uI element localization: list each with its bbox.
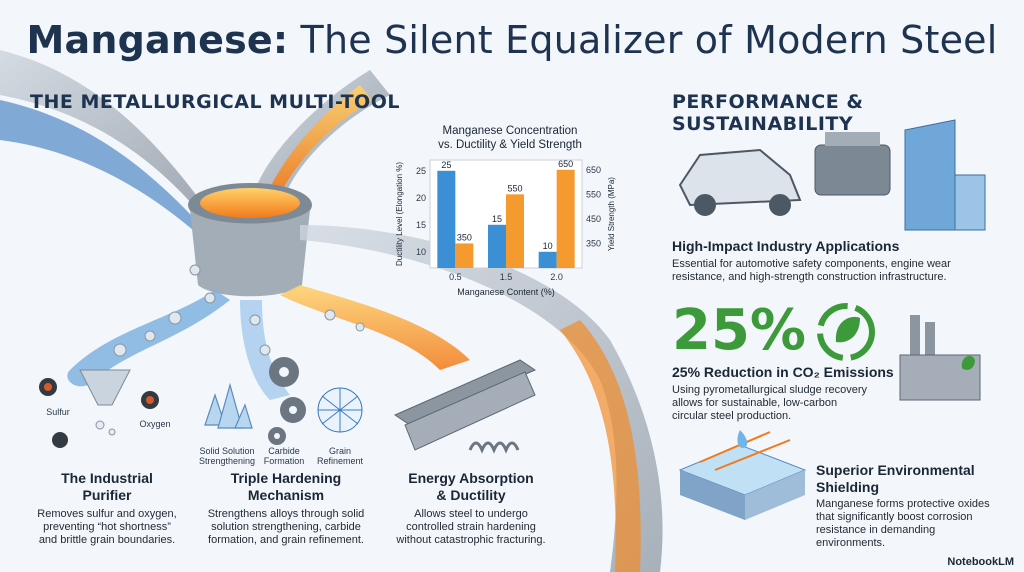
chart: 10 15 20 25 350 450 550 650 25 350 0.5 15 550 1.5 10 65… bbox=[395, 159, 616, 297]
ductility-bar bbox=[488, 224, 506, 268]
ductility-data-label: 15 bbox=[492, 214, 502, 224]
industry-title: High-Impact Industry Applications bbox=[672, 238, 900, 254]
engine-icon bbox=[814, 132, 891, 196]
x-tick-label: 0.5 bbox=[449, 272, 462, 282]
recycle-leaf-icon bbox=[817, 303, 875, 361]
orange-stream-right bbox=[560, 320, 641, 572]
page-title: Manganese: The Silent Equalizer of Moder… bbox=[26, 18, 998, 62]
yield-bar bbox=[506, 194, 524, 268]
left-blue-stream bbox=[0, 100, 210, 245]
energy-title: Energy Absorption& Ductility bbox=[408, 470, 534, 503]
crucible-body bbox=[190, 210, 310, 297]
left-tick-label: 10 bbox=[416, 247, 426, 257]
co2-stat: 25% bbox=[672, 298, 807, 363]
right-axis-label: Yield Strength (MPa) bbox=[607, 177, 616, 251]
crystal-icon bbox=[204, 382, 253, 429]
ductility-data-label: 10 bbox=[543, 241, 553, 251]
right-section-heading: PERFORMANCE & SUSTAINABILITY bbox=[672, 91, 864, 135]
purifier-body: Removes sulfur and oxygen,preventing “ho… bbox=[37, 508, 177, 546]
oxygen-label: Oxygen bbox=[139, 419, 171, 429]
steel-stream-right bbox=[300, 225, 663, 572]
orange-stream bbox=[280, 285, 470, 370]
sulfur-label: Sulfur bbox=[46, 407, 70, 417]
yield-data-label: 350 bbox=[457, 232, 472, 242]
lattice-icon bbox=[317, 387, 363, 433]
yield-bar bbox=[455, 243, 474, 268]
sulfur-particle-icon-2 bbox=[52, 432, 68, 448]
left-tick-label: 25 bbox=[416, 166, 426, 176]
yield-data-label: 650 bbox=[558, 159, 573, 169]
right-tick-label: 350 bbox=[586, 238, 601, 248]
pour-orange bbox=[268, 85, 372, 194]
right-tick-label: 450 bbox=[586, 214, 601, 224]
chart-title: Manganese Concentration vs. Ductility & … bbox=[438, 125, 582, 151]
left-flow-stream bbox=[0, 50, 210, 225]
industry-body: Essential for automotive safety componen… bbox=[672, 258, 951, 283]
car-frame-icon bbox=[678, 148, 802, 216]
building-icon bbox=[904, 119, 986, 231]
left-axis-label: Ductility Level (Elongation %) bbox=[395, 162, 404, 266]
gears-icon bbox=[268, 357, 306, 445]
i-beam-icon bbox=[393, 359, 537, 451]
left-tick-label: 15 bbox=[416, 220, 426, 230]
x-tick-label: 1.5 bbox=[500, 272, 513, 282]
left-tick-label: 20 bbox=[416, 193, 426, 203]
yield-bar bbox=[556, 169, 575, 268]
spring-icon bbox=[468, 441, 520, 454]
left-section-heading: THE METALLURGICAL MULTI-TOOL bbox=[30, 91, 400, 113]
ductility-data-label: 25 bbox=[441, 160, 451, 170]
right-tick-label: 650 bbox=[586, 165, 601, 175]
molten-metal bbox=[200, 188, 300, 218]
ductility-bar bbox=[437, 170, 456, 268]
funnel-icon bbox=[79, 369, 131, 436]
yield-data-label: 550 bbox=[507, 183, 522, 193]
right-tick-label: 550 bbox=[586, 189, 601, 199]
x-tick-label: 2.0 bbox=[550, 272, 563, 282]
co2-title: 25% Reduction in CO₂ Emissions bbox=[672, 364, 894, 380]
factory-icon bbox=[899, 315, 981, 401]
ductility-bar bbox=[538, 251, 557, 268]
shield-block-icon bbox=[678, 430, 807, 520]
sulfur-particle-icon bbox=[39, 378, 57, 396]
oxygen-particle-icon bbox=[141, 391, 159, 409]
brand-label: NotebookLM bbox=[947, 556, 1014, 568]
x-axis-label: Manganese Content (%) bbox=[457, 287, 555, 297]
